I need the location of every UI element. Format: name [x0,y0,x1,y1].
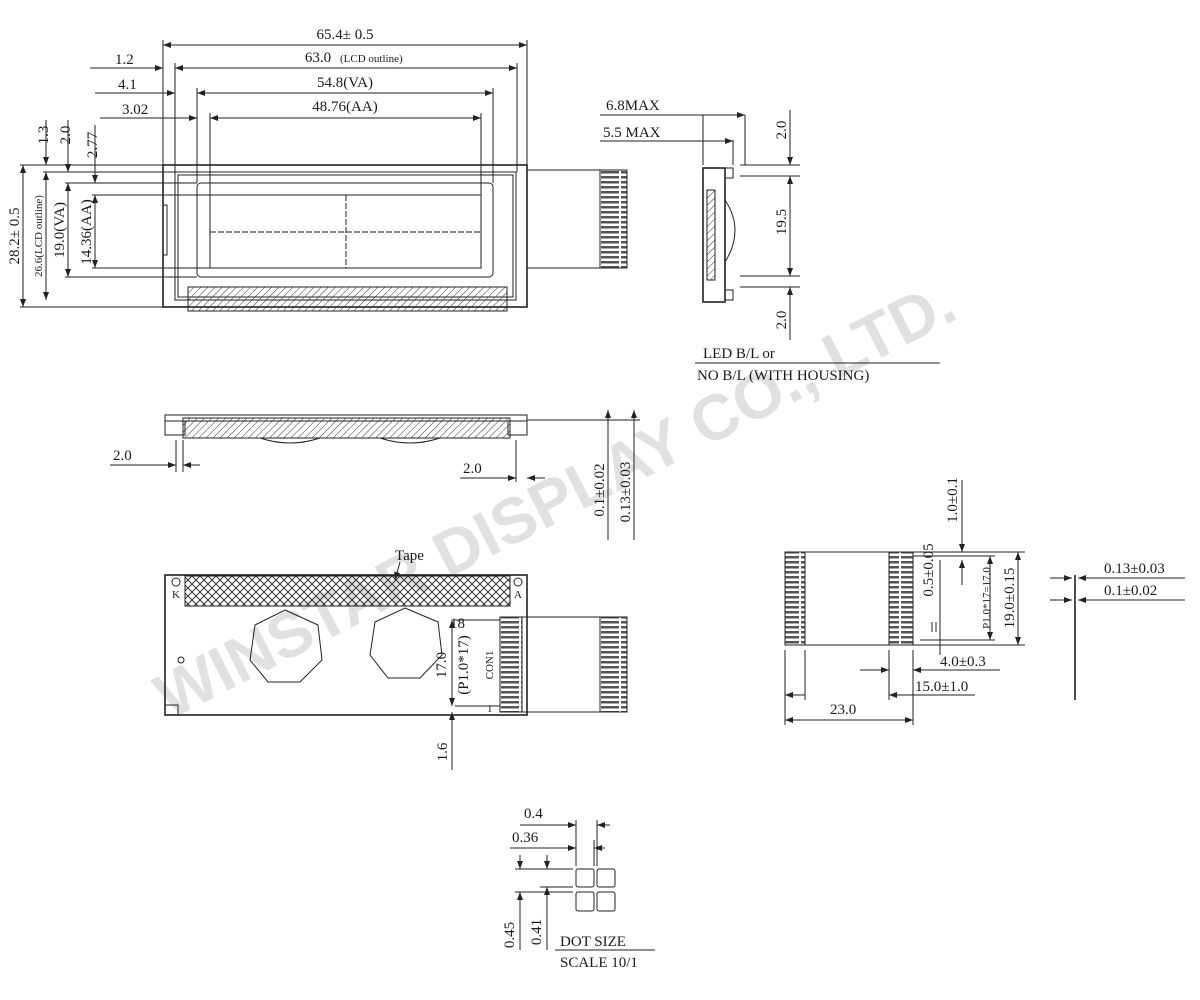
fpc-detail: 1.0±0.1 0.5±0.05 P1.0*17=17.0 19.0±0.15 … [784,477,1185,725]
front-view: 65.4± 0.5 63.0 (LCD outline) 54.8(VA) 48… [7,27,628,312]
bottom-edge-view: 2.0 2.0 0.1±0.02 0.13±0.03 [110,410,640,540]
dim-aa-height: 14.36(AA) [79,199,95,264]
dim-fpc-length: 23.0 [830,702,856,718]
dim-side-top: 2.0 [774,121,790,140]
dim-dot-pitch-y: 0.45 [502,922,518,948]
pitch-total-label: 17.0 [434,652,450,678]
connector-label: CON1 [484,651,496,680]
dim-top-3: 2.77 [85,131,101,158]
dot-size-detail: 0.4 0.36 0.45 0.41 DOT SIZE SCALE 10/1 [502,806,655,971]
dim-dot-pitch-x: 0.4 [524,806,543,822]
side-note-line2: NO B/L (WITH HOUSING) [697,368,869,384]
dim-lcd-outline-width: 63.0 [305,50,331,66]
dim-fpc-stiffener: 15.0±1.0 [915,679,968,695]
dim-aa-width: 48.76(AA) [312,99,377,115]
cathode-label: K [172,589,180,601]
dim-thickness-1: 0.1±0.02 [592,463,608,516]
dim-top-2: 2.0 [58,126,74,145]
watermark: WINSTAR DISPLAY CO., LTD. [144,266,967,733]
dim-fpc-thick-2: 0.1±0.02 [1104,583,1157,599]
dim-lcd-outline-suffix: (LCD outline) [340,53,403,65]
dim-lcd-outline-height: 26.6(LCD outline) [33,195,45,277]
side-view: 6.8MAX 5.5 MAX 2.0 19.5 2.0 LED B/L or N… [600,98,940,384]
dim-bottom-right: 2.0 [463,461,482,477]
dim-offset-3: 3.02 [122,102,148,118]
dim-fpc-width: 19.0±0.15 [1002,568,1018,629]
dim-overall-width: 65.4± 0.5 [317,27,374,43]
back-view: K A Tape 18 1 17.0 (P1.0*17) CON1 1.6 [164,548,628,770]
dim-fpc-pad-width: 0.5±0.05 [921,543,937,596]
dim-overall-height: 28.2± 0.5 [7,208,23,265]
dot-size-scale: SCALE 10/1 [560,955,638,971]
dim-va-height: 19.0(VA) [52,202,68,258]
dim-max-1: 6.8MAX [606,98,660,114]
dim-back-offset: 1.6 [435,742,451,761]
pin-1-label: 1 [487,703,493,715]
side-note-line1: LED B/L or [703,346,775,362]
dim-dot-y: 0.41 [529,919,545,945]
dim-fpc-thick-1: 0.13±0.03 [1104,561,1165,577]
dim-top-1: 1.3 [36,126,52,145]
dim-thickness-2: 0.13±0.03 [618,462,634,523]
tape-label: Tape [395,548,424,564]
dim-side-middle: 19.5 [774,209,790,235]
pitch-label: (P1.0*17) [456,635,472,695]
dim-max-2: 5.5 MAX [603,125,661,141]
dim-offset-1: 1.2 [115,52,134,68]
dim-offset-2: 4.1 [118,77,137,93]
dim-va-width: 54.8(VA) [317,75,373,91]
dim-dot-x: 0.36 [512,830,539,846]
dim-fpc-pitch: P1.0*17=17.0 [981,567,993,629]
dim-fpc-contact-len: 4.0±0.3 [940,654,986,670]
dim-fpc-top: 1.0±0.1 [945,477,961,523]
dot-size-title: DOT SIZE [560,934,626,950]
anode-label: A [514,589,522,601]
dim-side-bottom: 2.0 [774,311,790,330]
dim-bottom-left: 2.0 [113,448,132,464]
